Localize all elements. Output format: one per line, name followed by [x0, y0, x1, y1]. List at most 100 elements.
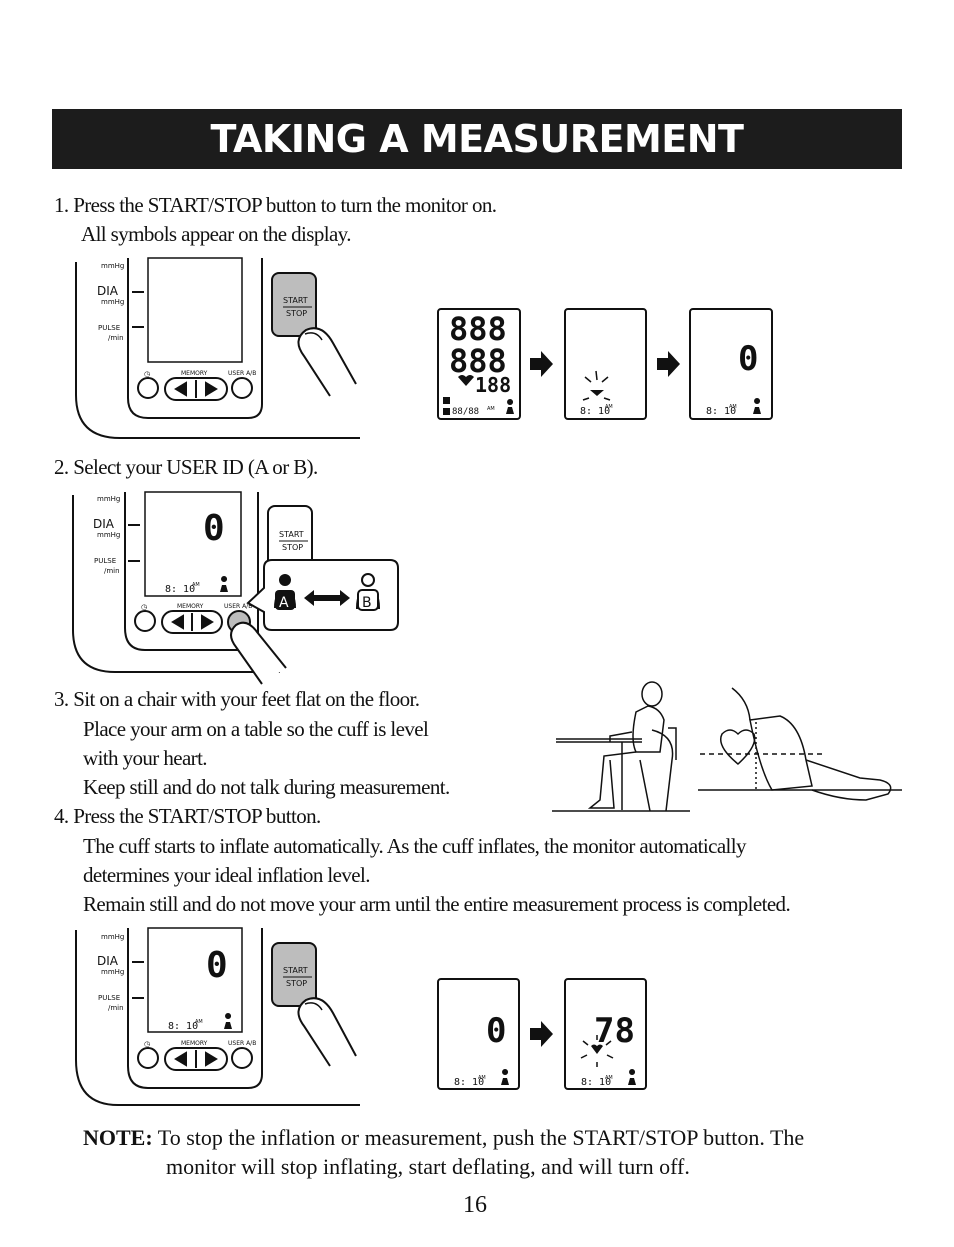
posture-figure: [552, 681, 690, 812]
step-3-line-1: 3. Sit on a chair with your feet flat on…: [54, 687, 420, 711]
step-4-line-3: determines your ideal inflation level.: [83, 863, 370, 887]
right-arrow-icon-3: [205, 1051, 218, 1067]
user-ab-label-2: USER A/B: [224, 603, 252, 610]
right-arrow-icon-1: [205, 381, 218, 397]
arrow-icon-3: [530, 1021, 553, 1047]
start-stop-button-3[interactable]: [271, 942, 317, 1007]
zero-digit-2: 0: [203, 508, 225, 549]
user-icon-4: [220, 576, 228, 592]
per-min-label-3: /min: [108, 1004, 124, 1012]
device-figure-3: mmHg DIA mmHg PULSE /min 0 8: 10 AM ◷ ME…: [75, 927, 360, 1106]
page-number: 16: [463, 1192, 487, 1218]
page-title: TAKING A MEASUREMENT: [210, 117, 744, 161]
memory-buttons-3[interactable]: [164, 1047, 228, 1071]
dia-label-1: DIA: [97, 284, 119, 298]
am-5: AM: [195, 1019, 203, 1025]
time-4: 8: 10: [165, 584, 195, 595]
memory-label-1: MEMORY: [181, 370, 208, 377]
start-stop-button-1[interactable]: [271, 272, 317, 337]
reading-digits: 78: [594, 1011, 635, 1051]
dia-label-2: DIA: [93, 517, 115, 531]
user-icon-1: [506, 399, 514, 414]
am-7: AM: [605, 1075, 613, 1081]
start-label-2: START: [279, 530, 304, 539]
user-a-letter: A: [279, 595, 289, 611]
user-ab-label-1: USER A/B: [228, 370, 256, 377]
step-1-line-1: 1. Press the START/STOP button to turn t…: [54, 193, 497, 217]
memory-label-2: MEMORY: [177, 603, 204, 610]
clock-icon-3: ◷: [144, 1040, 151, 1048]
heart-icon-2: [720, 729, 756, 765]
segment-dia-full: 888: [449, 342, 507, 380]
user-b-letter: B: [362, 595, 372, 611]
left-arrow-icon-2: [171, 614, 184, 630]
mmhg-label-3b: mmHg: [101, 968, 124, 976]
user-icon-6: [501, 1069, 509, 1085]
zero-digit-3: 0: [206, 945, 228, 986]
am-3: AM: [729, 404, 737, 410]
arm-cuff-figure: [698, 687, 902, 801]
step-2-line-1: 2. Select your USER ID (A or B).: [54, 455, 318, 479]
mmhg-label-1: mmHg: [101, 262, 124, 270]
display-zero-1: 0 8: 10 AM: [689, 308, 773, 420]
left-arrow-icon-3: [174, 1051, 187, 1067]
am-2: AM: [605, 404, 613, 410]
display-blinking: 8: 10 AM: [564, 308, 647, 420]
heart-icon-1: [458, 375, 474, 386]
memory-buttons-1[interactable]: [164, 377, 228, 401]
clock-button-2[interactable]: [134, 610, 156, 632]
clock-icon-1: ◷: [144, 370, 151, 378]
step-4-line-1: 4. Press the START/STOP button.: [54, 804, 321, 828]
clock-button-1[interactable]: [137, 377, 159, 399]
zero-digit-1: 0: [738, 339, 758, 379]
user-icon-5: [224, 1013, 232, 1029]
per-min-label-1: /min: [108, 334, 124, 342]
user-icon-7: [628, 1069, 636, 1085]
finger-3: [297, 997, 357, 1067]
note-text-1: To stop the inflation or measurement, pu…: [157, 1125, 805, 1150]
pulse-label-3: PULSE: [98, 994, 120, 1002]
clock-icon-2: ◷: [141, 603, 148, 611]
am-4: AM: [192, 582, 200, 588]
stop-label-1: STOP: [286, 309, 307, 318]
stop-label-3: STOP: [286, 979, 307, 988]
user-ab-label-3: USER A/B: [228, 1040, 256, 1047]
display-zero-2: 0 8: 10 AM: [437, 978, 520, 1090]
step-3-line-3: with your heart.: [83, 746, 208, 770]
time-5: 8: 10: [168, 1021, 198, 1032]
pulse-label-2: PULSE: [94, 557, 116, 565]
user-button-1[interactable]: [231, 377, 253, 399]
finger-2: [230, 621, 287, 685]
memory-label-3: MEMORY: [181, 1040, 208, 1047]
time-3: 8: 10: [706, 406, 736, 417]
user-button-3[interactable]: [231, 1047, 253, 1069]
finger-1: [297, 327, 357, 397]
note-line-1: NOTE: To stop the inflation or measureme…: [83, 1127, 804, 1149]
mmhg-label-1b: mmHg: [101, 298, 124, 306]
device-figure-2: mmHg DIA mmHg PULSE /min 0 8: 10 AM ◷ ME…: [72, 491, 399, 685]
per-min-label-2: /min: [104, 567, 120, 575]
right-arrow-icon-2: [201, 614, 214, 630]
step-1-line-2: All symbols appear on the display.: [81, 222, 351, 246]
segment-sys-full: 888: [449, 310, 507, 348]
memory-buttons-2[interactable]: [161, 610, 223, 634]
arrow-icon-2: [657, 351, 680, 377]
user-b-icon: [357, 589, 379, 611]
step-3-line-2: Place your arm on a table so the cuff is…: [83, 717, 429, 741]
step-4-line-4: Remain still and do not move your arm un…: [83, 892, 791, 916]
display-reading: 78 8: 10 AM: [564, 978, 647, 1090]
am-6: AM: [478, 1075, 486, 1081]
segment-pulse-full: 188: [475, 373, 511, 397]
double-arrow-icon: [304, 590, 350, 606]
arrow-icon-1: [530, 351, 553, 377]
dia-label-3: DIA: [97, 954, 119, 968]
device-figure-1: mmHg DIA mmHg PULSE /min ◷ MEMORY USER A…: [75, 257, 360, 439]
note-label: NOTE:: [83, 1125, 153, 1150]
note-line-2: monitor will stop inflating, start defla…: [166, 1154, 690, 1179]
mmhg-label-2b: mmHg: [97, 531, 120, 539]
stop-label-2: STOP: [282, 543, 303, 552]
user-icon-3: [753, 398, 761, 414]
display-all-symbols: 888 888 188 88/88 AM: [437, 308, 521, 420]
clock-button-3[interactable]: [137, 1047, 159, 1069]
